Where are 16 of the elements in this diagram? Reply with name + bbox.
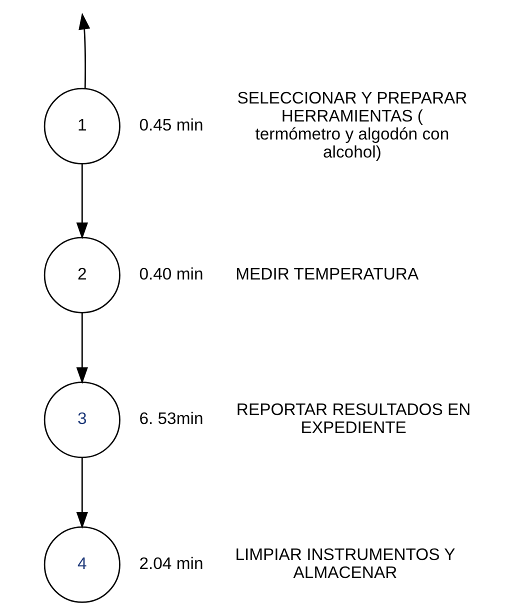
arrow <box>76 457 88 529</box>
node-label: SELECCIONAR Y PREPARAR HERRAMIENTAS ( termómetro y algodón con alcohol) <box>236 88 467 162</box>
arrow <box>76 164 88 240</box>
node-label: REPORTAR RESULTADOS EN EXPEDIENTE <box>236 400 470 438</box>
arrow <box>78 12 90 88</box>
node-circle: 2 <box>43 236 120 314</box>
node-label: 0.40 min <box>138 264 203 284</box>
node-circle: 3 <box>43 382 120 458</box>
node-circle: 4 <box>43 526 120 603</box>
node-circle: 1 <box>43 88 120 164</box>
node-label: 6. 53min <box>138 409 203 428</box>
node-label: 0.45 min <box>138 115 203 134</box>
node-label: MEDIR TEMPERATURA <box>235 264 418 284</box>
node-label: 2.04 min <box>138 554 203 573</box>
arrow <box>76 312 88 384</box>
node-label: LIMPIAR INSTRUMENTOS Y ALMACENAR <box>234 544 455 582</box>
